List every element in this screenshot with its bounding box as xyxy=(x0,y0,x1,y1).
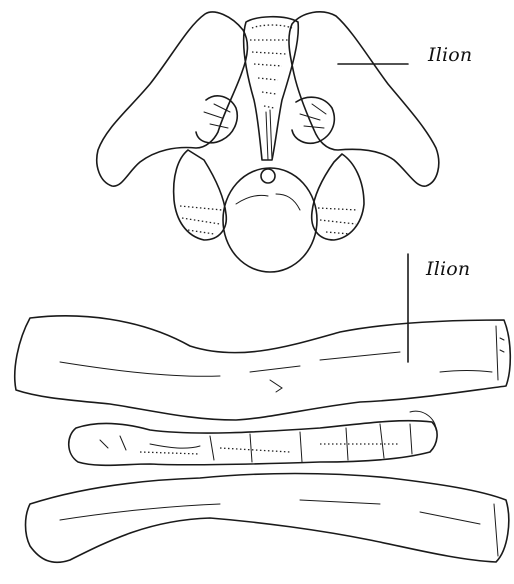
ilion-label-bottom: Ilion xyxy=(426,258,470,280)
pelvis-lateral-view xyxy=(15,254,511,562)
right-ilium-wing xyxy=(289,12,439,186)
right-pubis-process xyxy=(312,154,364,240)
ischium-lateral-bone xyxy=(26,474,509,563)
ilium-lateral-bone xyxy=(15,316,511,420)
vertebral-centrum xyxy=(223,168,317,272)
left-pubis-process xyxy=(174,150,227,240)
ilion-label-top: Ilion xyxy=(428,44,472,66)
left-ilium-wing xyxy=(97,12,248,186)
right-transverse-process xyxy=(292,97,334,143)
pelvis-dorsal-view xyxy=(97,12,439,272)
